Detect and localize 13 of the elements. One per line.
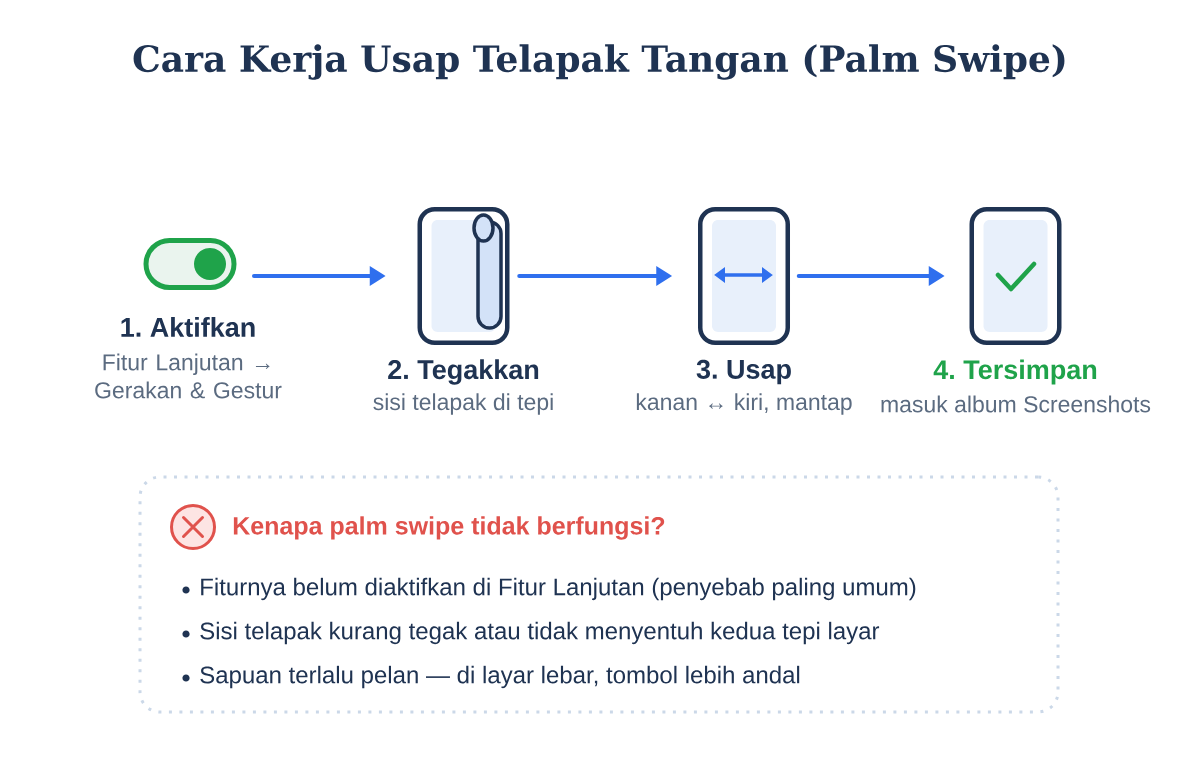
step-title: 4. Tersimpan: [933, 359, 1097, 385]
step-title: 1. Aktifkan: [121, 317, 255, 337]
bullet-text: Sapuan terlalu pelan — di layar lebar, tombol lebih andal: [200, 665, 800, 689]
step-description: Fitur Lanjutan → Gerakan & Gestur: [95, 353, 282, 399]
bullet-text: Sisi telapak kurang tegak atau tidak menyentuh kedua tepi layar: [200, 621, 880, 645]
step-title: 2. Tegakkan: [388, 359, 539, 385]
step-description: kanan ↔ kiri, mantap: [636, 393, 852, 415]
note-heading: Kenapa palm swipe tidak berfungsi?: [233, 516, 665, 540]
title: Cara Kerja Usap Telapak Tangan (Palm Swipe): [133, 44, 1065, 80]
step-description: sisi telapak di tepi: [373, 393, 553, 415]
bullet-text: Fiturnya belum diaktifkan di Fitur Lanjutan (penyebab paling umum): [201, 577, 916, 601]
step-title: 3. Usap: [696, 359, 791, 385]
step-description: masuk album Screenshots: [881, 395, 1151, 413]
